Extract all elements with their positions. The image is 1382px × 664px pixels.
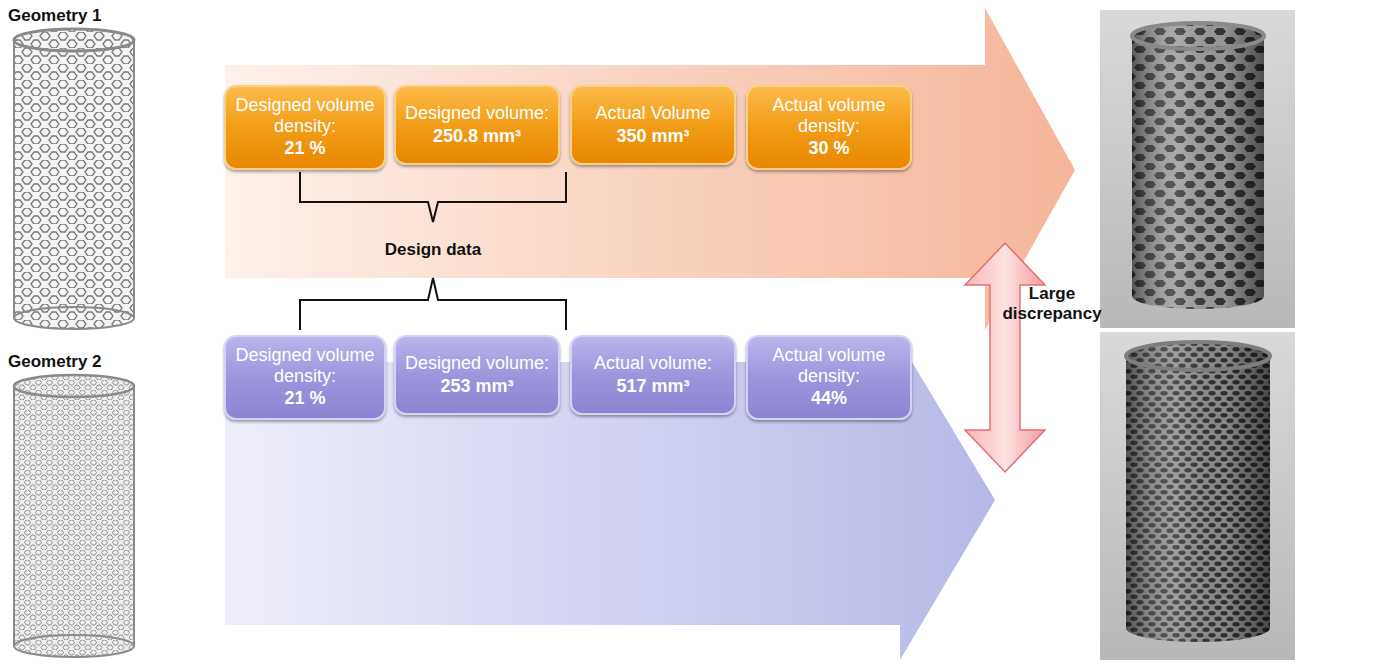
bracket bbox=[300, 278, 566, 330]
discrepancy-label-wrap: Large discrepancy bbox=[992, 284, 1112, 325]
discrepancy-label: Large discrepancy bbox=[1002, 284, 1101, 323]
value-box: Designed volume density:21 % bbox=[224, 335, 386, 420]
box-value: 350 mm³ bbox=[616, 126, 689, 148]
lattice-model bbox=[14, 29, 134, 329]
discrepancy-arrow bbox=[965, 243, 1045, 472]
box-heading: Designed volume density: bbox=[234, 95, 376, 136]
value-box: Actual Volume350 mm³ bbox=[570, 85, 736, 165]
value-box: Designed volume:253 mm³ bbox=[394, 335, 560, 415]
bracket bbox=[300, 172, 566, 222]
box-heading: Actual volume density: bbox=[756, 95, 902, 136]
bracket-label: Design data bbox=[385, 240, 481, 259]
box-heading: Designed volume: bbox=[405, 103, 549, 124]
sample-photo bbox=[1100, 332, 1295, 660]
box-heading: Actual Volume bbox=[595, 103, 710, 124]
value-box: Actual volume density:44% bbox=[746, 335, 912, 420]
figure-label-wrap: Geometry 2 bbox=[8, 352, 158, 372]
box-value: 21 % bbox=[284, 388, 325, 410]
box-value: 253 mm³ bbox=[440, 376, 513, 398]
figure-label-wrap: Geometry 1 bbox=[8, 6, 158, 26]
box-heading: Designed volume density: bbox=[234, 345, 376, 386]
box-value: 30 % bbox=[808, 138, 849, 160]
lattice-model bbox=[14, 375, 134, 657]
value-box: Designed volume density:21 % bbox=[224, 85, 386, 170]
box-heading: Actual volume: bbox=[594, 353, 712, 374]
value-box: Actual volume density:30 % bbox=[746, 85, 912, 170]
box-value: 44% bbox=[811, 388, 847, 410]
figure-label: Geometry 1 bbox=[8, 6, 102, 25]
box-value: 250.8 mm³ bbox=[433, 126, 521, 148]
value-box: Actual volume:517 mm³ bbox=[570, 335, 736, 415]
flow-arrow bbox=[225, 8, 1075, 330]
figure-label: Geometry 2 bbox=[8, 352, 102, 371]
box-value: 21 % bbox=[284, 138, 325, 160]
value-box: Designed volume:250.8 mm³ bbox=[394, 85, 560, 165]
sample-photo bbox=[1100, 10, 1295, 328]
bracket-label-wrap: Design data bbox=[363, 240, 503, 260]
box-value: 517 mm³ bbox=[616, 376, 689, 398]
box-heading: Actual volume density: bbox=[756, 345, 902, 386]
box-heading: Designed volume: bbox=[405, 353, 549, 374]
